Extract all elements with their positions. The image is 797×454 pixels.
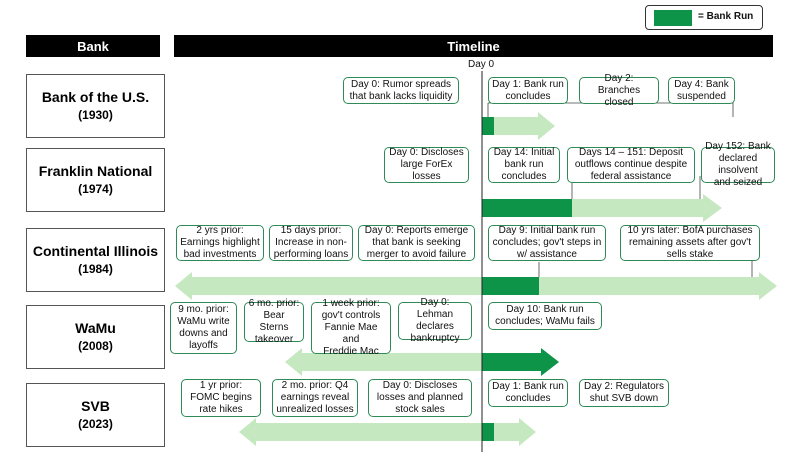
timeline-column-header: Timeline <box>174 35 773 57</box>
bank-box-bank-of-us: Bank of the U.S. (1930) <box>26 74 165 138</box>
event-box: 2 mo. prior: Q4 earnings reveal unrealiz… <box>272 379 358 417</box>
legend: = Bank Run <box>645 5 763 30</box>
bank-name: Franklin National <box>38 163 153 180</box>
legend-swatch <box>654 10 692 26</box>
day0-label: Day 0 <box>468 59 495 70</box>
bank-box-wamu: WaMu (2008) <box>26 305 165 369</box>
bank-run-bar-row-3 <box>482 277 539 295</box>
bank-box-continental-illinois: Continental Illinois (1984) <box>26 228 165 292</box>
event-box: Day 0: Discloses losses and planned stoc… <box>368 379 472 417</box>
event-box: Day 14: Initial bank run concludes <box>488 147 560 183</box>
bank-year: (1974) <box>78 182 113 197</box>
bank-year: (2023) <box>78 417 113 432</box>
timeline-arrow-row-4 <box>285 348 482 376</box>
bank-year: (1930) <box>78 108 113 123</box>
event-box: Day 4: Bank suspended <box>668 77 735 104</box>
event-box: 2 yrs prior: Earnings highlight bad inve… <box>176 225 264 261</box>
bank-name: WaMu <box>75 320 116 337</box>
bank-year: (2008) <box>78 339 113 354</box>
timeline-arrow-row-1 <box>482 112 555 140</box>
bank-year: (1984) <box>78 262 113 277</box>
event-box: Day 1: Bank run concludes <box>488 379 568 407</box>
timeline-arrow-row-3 <box>175 272 777 300</box>
bank-run-bar-row-1 <box>482 117 494 135</box>
event-box: Day 2: Regulators shut SVB down <box>579 379 669 407</box>
bank-name: Bank of the U.S. <box>41 89 150 106</box>
event-box: Day 10: Bank run concludes; WaMu fails <box>488 302 602 330</box>
legend-label: = Bank Run <box>698 11 754 22</box>
bank-name: SVB <box>81 398 110 415</box>
bank-column-header: Bank <box>26 35 160 57</box>
event-box: Day 9: Initial bank run concludes; gov't… <box>488 225 606 261</box>
bank-box-franklin-national: Franklin National (1974) <box>26 148 165 212</box>
event-box: Days 14 – 151: Deposit outflows continue… <box>567 147 695 183</box>
event-box: Day 0: Reports emerge that bank is seeki… <box>358 225 475 261</box>
bank-box-svb: SVB (2023) <box>26 383 165 447</box>
event-box: 1 yr prior: FOMC begins rate hikes <box>181 379 261 417</box>
timeline-arrow-row-5 <box>239 418 536 446</box>
event-box: Day 152: Bank declared insolvent and sei… <box>701 141 775 188</box>
event-box: Day 1: Bank run concludes <box>488 77 568 104</box>
connectors-row-3 <box>538 261 753 277</box>
event-box: 1 week prior: gov't controls Fannie Mae … <box>311 298 391 357</box>
bank-run-bar-row-5 <box>482 423 494 441</box>
event-box: Day 0: Rumor spreads that bank lacks liq… <box>343 77 459 104</box>
event-box: 6 mo. prior: Bear Sterns takeover <box>244 298 304 345</box>
bank-run-bar-row-2 <box>482 199 572 217</box>
event-box: Day 0: Lehman declares bankruptcy <box>398 297 472 344</box>
event-box: 9 mo. prior: WaMu write downs and layoff… <box>170 302 237 354</box>
event-box: 10 yrs later: BofA purchases remaining a… <box>620 225 760 261</box>
event-box: 15 days prior: Increase in non- performi… <box>269 225 353 261</box>
event-box: Day 2: Branches closed <box>579 73 659 108</box>
bank-name: Continental Illinois <box>32 243 159 260</box>
event-box: Day 0: Discloses large ForEx losses <box>384 147 469 183</box>
bank-run-arrow-row-4 <box>482 348 559 376</box>
